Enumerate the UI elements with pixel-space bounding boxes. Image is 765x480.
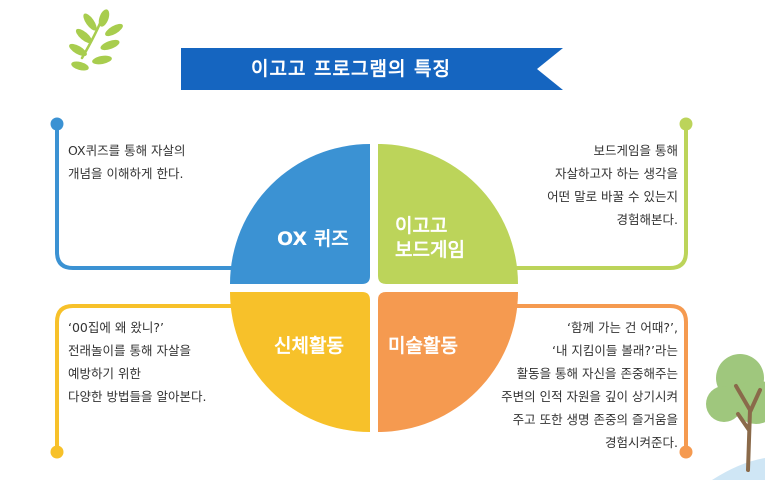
tree-icon [706,354,765,480]
title-banner: 이고고 프로그램의 특징 [181,48,563,90]
desc-line: 자살하고자 하는 생각을 [555,166,678,181]
desc-line: ‘00집에 왜 왔니?’ [68,320,164,335]
leaf-branch-icon [69,9,123,71]
desc-line: 주고 또한 생명 존중의 즐거움을 [512,412,678,427]
desc-line: ‘함께 가는 건 어때?’, [567,320,678,335]
desc-art-activity: ‘함께 가는 건 어때?’, ‘내 지킴이들 볼래?’라는 활동을 통해 자신을… [501,316,678,454]
desc-line: 경험시켜준다. [605,435,678,450]
quadrant-top-right[interactable] [378,144,518,284]
desc-line: 다양한 방법들을 알아본다. [68,389,207,404]
label-physical-activity: 신체활동 [274,335,344,357]
label-art-activity: 미술활동 [388,335,458,357]
connector-top-right [510,122,688,270]
connector-dot-bottom-left [50,445,64,459]
label-board-game-line1: 이고고 [395,215,448,237]
label-board-game-line2: 보드게임 [395,239,465,261]
label-ox-quiz: OX 퀴즈 [277,228,349,250]
quadrant-bottom-left[interactable] [230,292,370,432]
label-board-game: 이고고 보드게임 [395,214,465,262]
desc-line: 보드게임을 통해 [593,143,678,158]
quadrant-bottom-right[interactable] [378,292,518,432]
desc-physical-activity: ‘00집에 왜 왔니?’ 전래놀이를 통해 자살을 예방하기 위한 다양한 방법… [68,316,206,408]
desc-line: 예방하기 위한 [68,366,141,381]
desc-board-game: 보드게임을 통해 자살하고자 하는 생각을 어떤 말로 바꿀 수 있는지 경험해… [547,139,678,231]
connector-top-left [55,122,240,270]
desc-line: 주변의 인적 자원을 깊이 상기시켜 [501,389,678,404]
desc-line: 전래놀이를 통해 자살을 [68,343,191,358]
connector-dot-bottom-right [679,445,693,459]
desc-line: 개념을 이해하게 한다. [68,166,184,181]
desc-line: 경험해본다. [616,212,678,227]
desc-line: OX퀴즈를 통해 자살의 [68,143,186,158]
desc-line: ‘내 지킴이들 볼래?’라는 [551,343,678,358]
desc-ox-quiz: OX퀴즈를 통해 자살의 개념을 이해하게 한다. [68,139,186,185]
connector-bottom-right [510,304,688,454]
connector-dot-top-right [679,117,693,131]
desc-line: 어떤 말로 바꿀 수 있는지 [547,189,678,204]
connector-dot-top-left [50,117,64,131]
connector-bottom-left [55,304,240,454]
desc-line: 활동을 통해 자신을 존중해주는 [516,366,678,381]
page-title: 이고고 프로그램의 특징 [250,58,452,80]
banner-shape [181,48,563,90]
quadrant-top-left[interactable] [230,144,370,284]
